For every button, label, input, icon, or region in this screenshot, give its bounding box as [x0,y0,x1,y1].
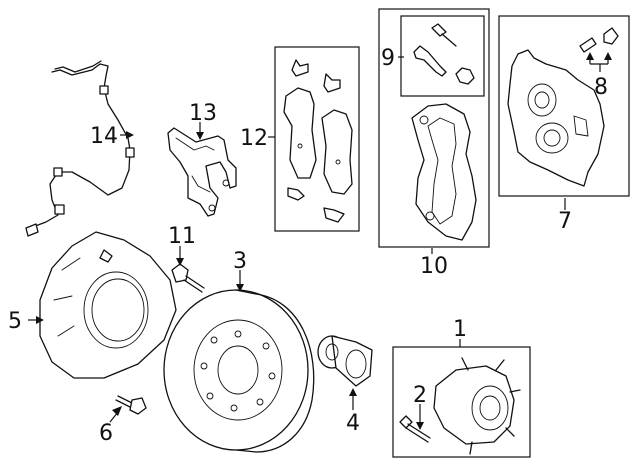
sensor-bracket [167,127,237,217]
caliper-bracket-box [378,8,490,248]
brake-pad-kit-box [274,46,360,232]
callout-7: 7 [558,209,572,234]
callout-3: 3 [233,249,247,274]
brake-rotor [163,289,315,453]
leader-lines [28,52,612,430]
rotor-bolt [115,395,147,415]
abs-sensor-wire [25,60,135,237]
brake-pads [283,59,353,223]
shield-bolt [171,263,205,293]
hub-assembly [433,357,521,455]
callout-12: 12 [240,126,268,151]
caliper [507,49,605,187]
callout-11: 11 [168,224,196,249]
callout-9: 9 [381,46,395,71]
callout-10: 10 [420,254,448,279]
caliper-bracket [411,103,477,241]
callout-13: 13 [189,101,217,126]
callout-8: 8 [594,75,608,100]
wheel-stud [399,415,431,443]
caliper-box [498,15,630,197]
dust-shield [39,231,177,379]
callout-14: 14 [90,124,118,149]
callout-4: 4 [346,411,360,436]
callout-1: 1 [453,317,467,342]
bracket-bolts [413,23,475,85]
hub-spacer [317,335,373,387]
bracket-hardware-box [400,15,485,97]
hub-assembly-box [392,346,531,458]
caliper-bolts [579,27,619,53]
callout-5: 5 [8,309,22,334]
callout-6: 6 [99,421,113,446]
callout-2: 2 [413,383,427,408]
